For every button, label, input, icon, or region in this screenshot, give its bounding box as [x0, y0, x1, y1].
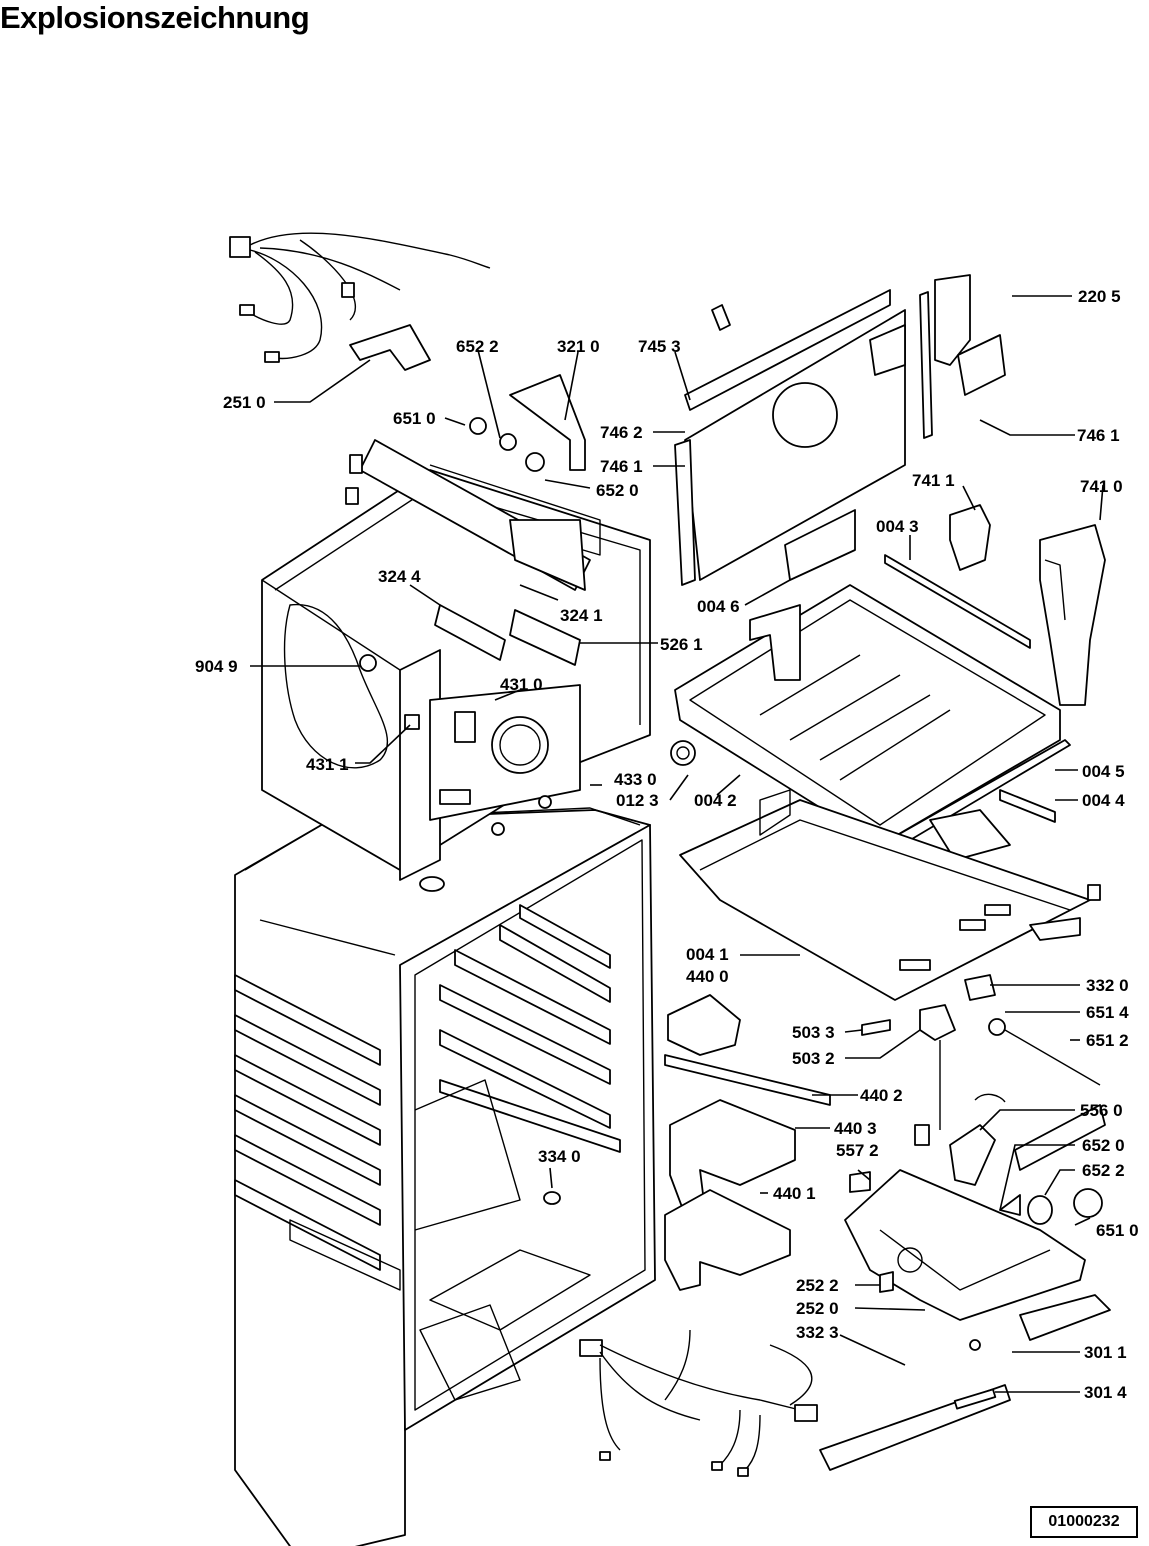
part-label: 334 0: [538, 1147, 581, 1166]
part-label: 012 3: [616, 791, 659, 810]
right-small-parts: [884, 504, 1106, 706]
part-label: 004 5: [1082, 762, 1125, 781]
part-label: 004 4: [1082, 791, 1125, 810]
part-label: 324 1: [560, 606, 603, 625]
part-label: 526 1: [660, 635, 703, 654]
part-label: 652 2: [1082, 1161, 1125, 1180]
part-label: 652 0: [1082, 1136, 1125, 1155]
part-label: 746 2: [600, 423, 643, 442]
back-panel: [674, 274, 1006, 586]
part-label: 651 0: [393, 409, 436, 428]
part-label: 741 1: [912, 471, 955, 490]
part-label: 503 2: [792, 1049, 835, 1068]
bottom-plate: [679, 789, 1101, 1001]
divider-parts: [469, 374, 586, 472]
part-label: 440 1: [773, 1184, 816, 1203]
part-label: 652 0: [596, 481, 639, 500]
part-label: 251 0: [223, 393, 266, 412]
part-label: 321 0: [557, 337, 600, 356]
control-housing: [844, 1040, 1103, 1321]
duct-parts: [664, 974, 1101, 1291]
document-number-box: 01000232: [1030, 1506, 1138, 1538]
leader-lines: [250, 295, 1104, 1393]
part-label: 431 0: [500, 675, 543, 694]
part-label: 746 1: [1077, 426, 1120, 445]
part-label: 004 3: [876, 517, 919, 536]
part-label: 440 3: [834, 1119, 877, 1138]
part-label: 301 1: [1084, 1343, 1127, 1362]
wiring-harness-top: [229, 232, 491, 371]
part-label: 252 2: [796, 1276, 839, 1295]
part-label: 651 2: [1086, 1031, 1129, 1050]
base-trim: [819, 1104, 1111, 1471]
part-label: 301 4: [1084, 1383, 1127, 1402]
page-title: Explosionszeichnung: [0, 0, 310, 35]
part-label: 652 2: [456, 337, 499, 356]
part-label: 746 1: [600, 457, 643, 476]
part-label: 745 3: [638, 337, 681, 356]
evaporator-assembly: [345, 439, 591, 836]
part-label: 431 1: [306, 755, 349, 774]
part-label: 252 0: [796, 1299, 839, 1318]
part-label: 651 0: [1096, 1221, 1139, 1240]
part-label: 004 2: [694, 791, 737, 810]
part-label: 503 3: [792, 1023, 835, 1042]
cabinet-shell: [234, 807, 656, 1546]
part-labels: 220 5 251 0 652 2 321 0 745 3 746 2 651 …: [195, 287, 1139, 1402]
part-label: 741 0: [1080, 477, 1123, 496]
part-label: 440 0: [686, 967, 729, 986]
shelf-tray: [670, 584, 1071, 861]
part-label: 556 0: [1080, 1101, 1123, 1120]
part-label: 324 4: [378, 567, 421, 586]
part-label: 433 0: [614, 770, 657, 789]
part-label: 904 9: [195, 657, 238, 676]
part-label: 651 4: [1086, 1003, 1129, 1022]
part-label: 557 2: [836, 1141, 879, 1160]
part-label: 332 0: [1086, 976, 1129, 995]
part-label: 004 1: [686, 945, 729, 964]
part-label: 332 3: [796, 1323, 839, 1342]
wiring-harness-bottom: [579, 1329, 818, 1477]
part-label: 440 2: [860, 1086, 903, 1105]
part-label: 220 5: [1078, 287, 1121, 306]
part-label: 004 6: [697, 597, 740, 616]
